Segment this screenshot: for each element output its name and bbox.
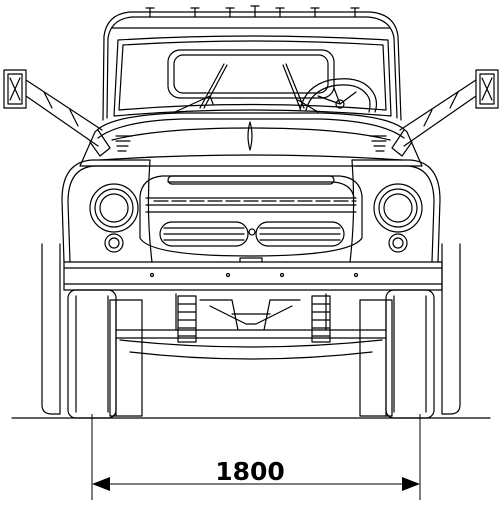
wiper-right bbox=[283, 64, 318, 112]
right-mirror bbox=[392, 70, 498, 156]
radiator-grille bbox=[140, 176, 362, 256]
steering-wheel bbox=[300, 79, 377, 112]
left-spring bbox=[178, 296, 196, 342]
left-mirror bbox=[4, 70, 110, 156]
left-fender bbox=[62, 160, 152, 262]
cab-roof bbox=[103, 6, 401, 120]
left-wheel bbox=[42, 244, 142, 418]
right-wheel bbox=[360, 244, 460, 418]
windshield bbox=[114, 36, 391, 116]
hood bbox=[80, 113, 422, 166]
right-headlight bbox=[374, 184, 422, 252]
front-bumper bbox=[64, 258, 442, 290]
track-width-dimension: 1800 bbox=[92, 414, 420, 500]
dimension-arrow-right bbox=[402, 477, 420, 491]
left-headlight bbox=[90, 184, 138, 252]
right-fender bbox=[350, 160, 440, 262]
wiper-left bbox=[175, 64, 227, 112]
right-spring bbox=[312, 296, 330, 342]
rear-window bbox=[168, 50, 334, 98]
track-width-label: 1800 bbox=[215, 457, 285, 486]
front-axle bbox=[116, 294, 386, 359]
dimension-arrow-left bbox=[92, 477, 110, 491]
